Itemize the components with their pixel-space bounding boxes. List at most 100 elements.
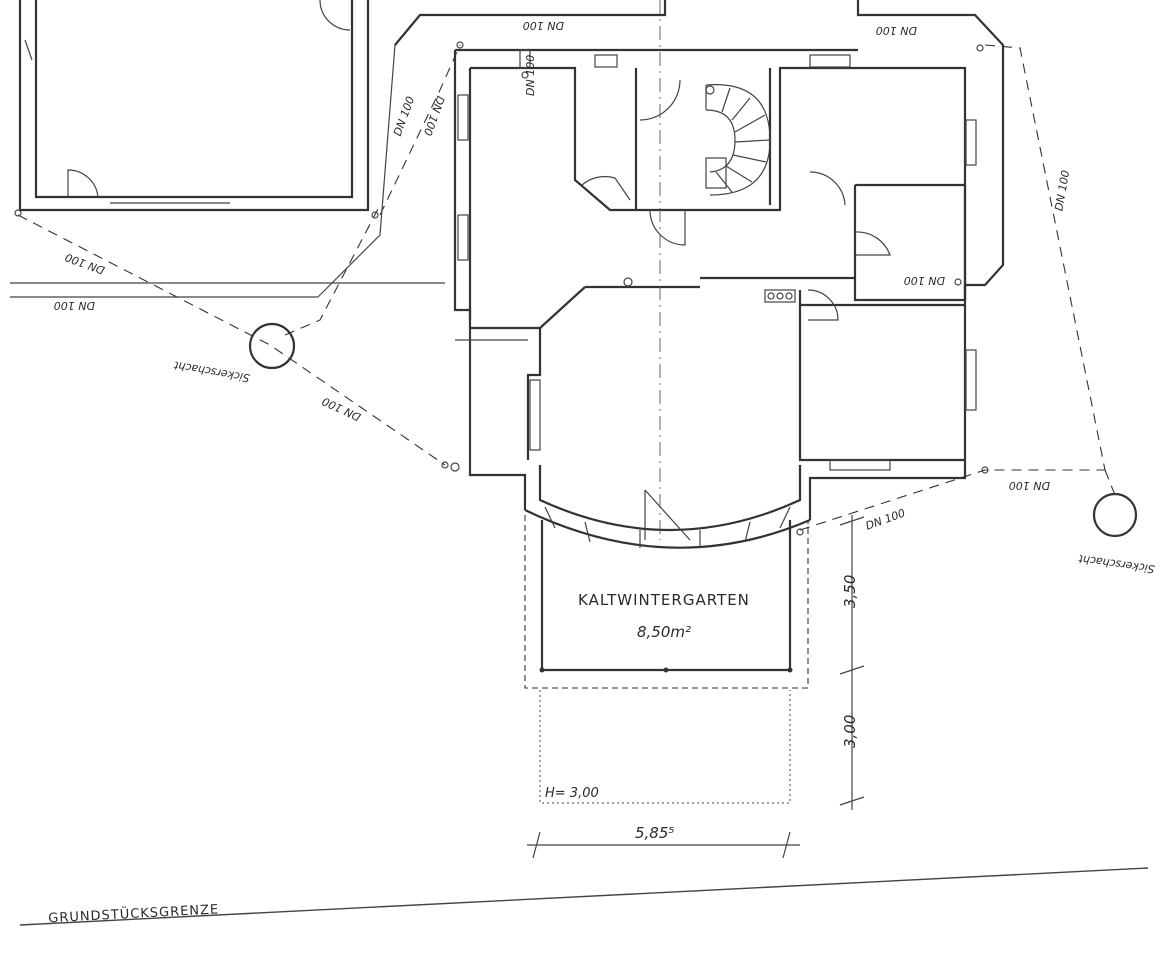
window-living-left [529, 379, 541, 451]
neighbour-inner-wall [34, 0, 354, 199]
pipe-label-12: DN 100 [864, 506, 907, 532]
room-name-label: KALTWINTERGARTEN [578, 591, 750, 609]
bay-door-line [644, 489, 691, 541]
bay-mullion-2 [584, 521, 591, 543]
stove-burner-1 [767, 292, 775, 300]
pipe-label-5: DN 100 [63, 250, 106, 276]
pipe-label-7: DN 100 [320, 394, 363, 423]
room-area-label: 8,50m² [637, 623, 691, 641]
neighbour-building [18, 0, 370, 212]
dim-depth-2-label: 3,00 [841, 715, 859, 748]
pipe-label-11: DN 100 [1009, 479, 1050, 492]
winter-garden-outline [524, 515, 809, 689]
pipe-labels: DN 100 DN 100 DN 100 DN 100 DN 100 DN 10… [54, 19, 1073, 533]
node-2 [371, 211, 379, 219]
neighbour-window-left [24, 39, 33, 61]
house-outer-wall-top [394, 0, 667, 46]
pipe-label-1: DN 100 [523, 19, 564, 32]
bay-window [524, 465, 811, 549]
dim-depth-1-label: 3,50 [841, 575, 859, 608]
door-swing-2 [581, 175, 631, 201]
door-swing-3 [649, 209, 686, 246]
door-swing-4 [809, 171, 846, 206]
stair-landing [705, 157, 727, 189]
node-1 [14, 209, 22, 217]
seepage-pit-right-label: Sickerschacht [1077, 552, 1155, 576]
stair-inner-curve [705, 109, 736, 173]
seepage-pit-right-symbol [1092, 492, 1138, 538]
pipe-label-2: DN 100 [876, 24, 917, 37]
stair-step-7 [725, 165, 753, 183]
node-8 [796, 528, 804, 536]
winter-garden-corner-3 [787, 667, 793, 673]
dim-depth-tick-1 [839, 516, 865, 526]
neighbour-door-swing-top [319, 0, 351, 31]
pipe-label-6: DN 100 [54, 299, 95, 312]
node-6 [976, 44, 984, 52]
stair-step-8 [715, 171, 733, 193]
house-outer-wall-left [453, 50, 527, 510]
stove-burner-2 [776, 292, 784, 300]
pipe-left-lower [17, 214, 446, 466]
stair-step-2 [721, 87, 731, 113]
window-top-1 [519, 49, 531, 69]
stair-outer-curve [705, 84, 771, 196]
dim-width-tick-right [782, 831, 791, 859]
node-7 [981, 466, 989, 474]
neighbour-outer-wall [18, 0, 370, 212]
stair-step-5 [734, 139, 771, 143]
seepage-pit-left-label: Sickerschacht [172, 358, 250, 384]
window-bottom-right [829, 459, 891, 471]
pipe-label-10: DN 100 [904, 274, 945, 287]
node-3 [456, 41, 464, 49]
pipe-bottom-right [799, 469, 1105, 531]
pipe-label-8: DN 100 [524, 55, 537, 96]
bay-mullion-5 [744, 521, 751, 543]
winter-garden-corner-2 [663, 667, 669, 673]
node-4 [441, 461, 449, 469]
drain-pipes [10, 41, 1116, 536]
plot-boundary-line [19, 867, 1149, 926]
windows [457, 49, 977, 471]
pipe-right [984, 44, 1106, 471]
node-10 [521, 71, 529, 79]
pipe-left-mid [284, 204, 381, 336]
staircase [705, 84, 771, 196]
window-top-2 [594, 54, 618, 68]
stair-step-6 [732, 154, 767, 163]
small-room-walls [853, 183, 967, 302]
plot-boundary-label: GRUNDSTÜCKSGRENZE [48, 900, 220, 926]
dim-width-label: 5,85⁵ [635, 824, 674, 842]
living-left-wall [470, 326, 542, 460]
pipe-right-end [1104, 469, 1116, 496]
pipe-label-9: DN 100 [1052, 169, 1072, 212]
stove-burner-3 [785, 292, 793, 300]
bay-mullion-1 [544, 506, 556, 529]
window-left-2 [457, 214, 469, 261]
stove-symbol [764, 289, 796, 303]
window-top-3 [809, 54, 851, 68]
inner-wall-top [470, 66, 967, 300]
neighbour-door-swing [67, 169, 99, 198]
dim-depth-tick-3 [839, 796, 865, 806]
dimension-lines [527, 515, 865, 859]
bay-outer-arc [524, 509, 811, 549]
door-swing-5 [854, 231, 891, 256]
height-note-label: H= 3,00 [545, 786, 599, 801]
door-swing-1 [639, 79, 681, 121]
node-5 [450, 462, 460, 472]
diagonal-wall [539, 286, 586, 329]
window-right-1 [965, 119, 977, 166]
pipe-label-3: DN 100 [391, 95, 417, 138]
stair-newel [705, 85, 715, 95]
right-room-walls [798, 290, 965, 462]
pipe-left-upper [379, 44, 461, 216]
stair-step-3 [731, 97, 751, 121]
fixture-circle [623, 277, 633, 287]
pipe-label-4: DN 100 [421, 94, 447, 137]
winter-garden-corner-1 [539, 667, 545, 673]
seepage-pit-left-symbol [248, 322, 296, 370]
window-right-2 [965, 349, 977, 411]
boundary-diagonal [317, 44, 396, 298]
winter-garden [524, 515, 809, 804]
